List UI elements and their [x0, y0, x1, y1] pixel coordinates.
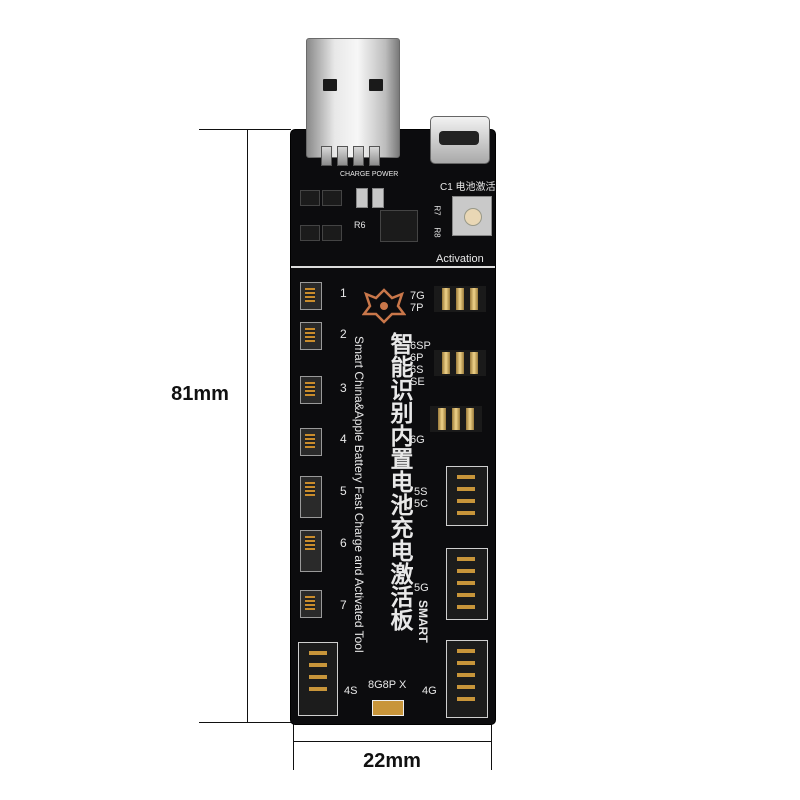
transistor	[300, 225, 320, 241]
battery-connector-3	[300, 376, 322, 404]
label-smart: SMART	[416, 600, 430, 643]
connector-5g	[446, 548, 488, 620]
board-title-cn: 智能识别内置电池充电激活板	[387, 332, 413, 631]
slot-number-1: 1	[340, 286, 347, 300]
activation-label: Activation	[436, 253, 484, 265]
usb-hole-right	[369, 79, 383, 91]
dimension-vertical-line	[247, 129, 248, 723]
pin-header-7g	[434, 286, 486, 312]
label-6sp-6p-6s-se: 6SP 6P 6S SE	[410, 340, 431, 388]
battery-connector-4	[300, 428, 322, 456]
slot-number-4: 4	[340, 432, 347, 446]
label-5s-5c: 5S 5C	[414, 486, 429, 510]
led-green	[372, 188, 384, 208]
height-dimension-label: 81mm	[171, 383, 229, 405]
transistor	[322, 225, 342, 241]
ic-chip	[380, 210, 418, 242]
battery-connector-7	[300, 590, 322, 618]
usb-pin	[369, 146, 380, 166]
slot-number-7: 7	[340, 598, 347, 612]
usb-hole-left	[323, 79, 337, 91]
width-dimension-label: 22mm	[363, 750, 421, 772]
battery-connector-6	[300, 530, 322, 572]
board-title-en: Smart China&Apple Battery Fast Charge an…	[352, 336, 366, 653]
battery-connector-5	[300, 476, 322, 518]
slot-number-5: 5	[340, 484, 347, 498]
label-6g: 6G	[410, 434, 425, 446]
battery-connector-1	[300, 282, 322, 310]
usb-a-plug	[306, 38, 400, 158]
battery-activation-cn-label: C1 电池激活	[440, 182, 496, 193]
connector-4s	[298, 642, 338, 716]
slot-number-2: 2	[340, 327, 347, 341]
dimension-top-tick	[199, 129, 291, 130]
connector-8g	[372, 700, 404, 716]
label-4g: 4G	[422, 685, 437, 697]
micro-usb-port	[430, 116, 490, 164]
label-8g-8p-x: 8G8P X	[368, 679, 407, 691]
label-7g-7p: 7G 7P	[410, 290, 425, 314]
dimension-left-tick	[293, 722, 294, 770]
usb-pin	[321, 146, 332, 166]
usb-pin	[353, 146, 364, 166]
r6-label: R6	[354, 220, 366, 230]
pin-header-6g	[430, 406, 482, 432]
charge-power-label: CHARGE POWER	[340, 171, 399, 178]
usb-pin	[337, 146, 348, 166]
slot-number-6: 6	[340, 536, 347, 550]
dimension-right-tick	[491, 722, 492, 770]
dimension-bottom-tick	[199, 722, 291, 723]
r8-label: R8	[432, 227, 442, 238]
r7-label: R7	[432, 205, 442, 216]
label-4s: 4S	[344, 685, 358, 697]
pin-header-6sp	[434, 350, 486, 376]
slot-number-3: 3	[340, 381, 347, 395]
activation-button[interactable]	[452, 196, 492, 236]
led-red	[356, 188, 368, 208]
separator-line	[291, 266, 495, 268]
connector-4g	[446, 640, 488, 718]
connector-5s	[446, 466, 488, 526]
battery-connector-2	[300, 322, 322, 350]
transistor	[300, 190, 320, 206]
label-5g: 5G	[414, 582, 429, 594]
brand-logo	[362, 288, 406, 324]
transistor	[322, 190, 342, 206]
dimension-horizontal-line	[293, 741, 492, 742]
